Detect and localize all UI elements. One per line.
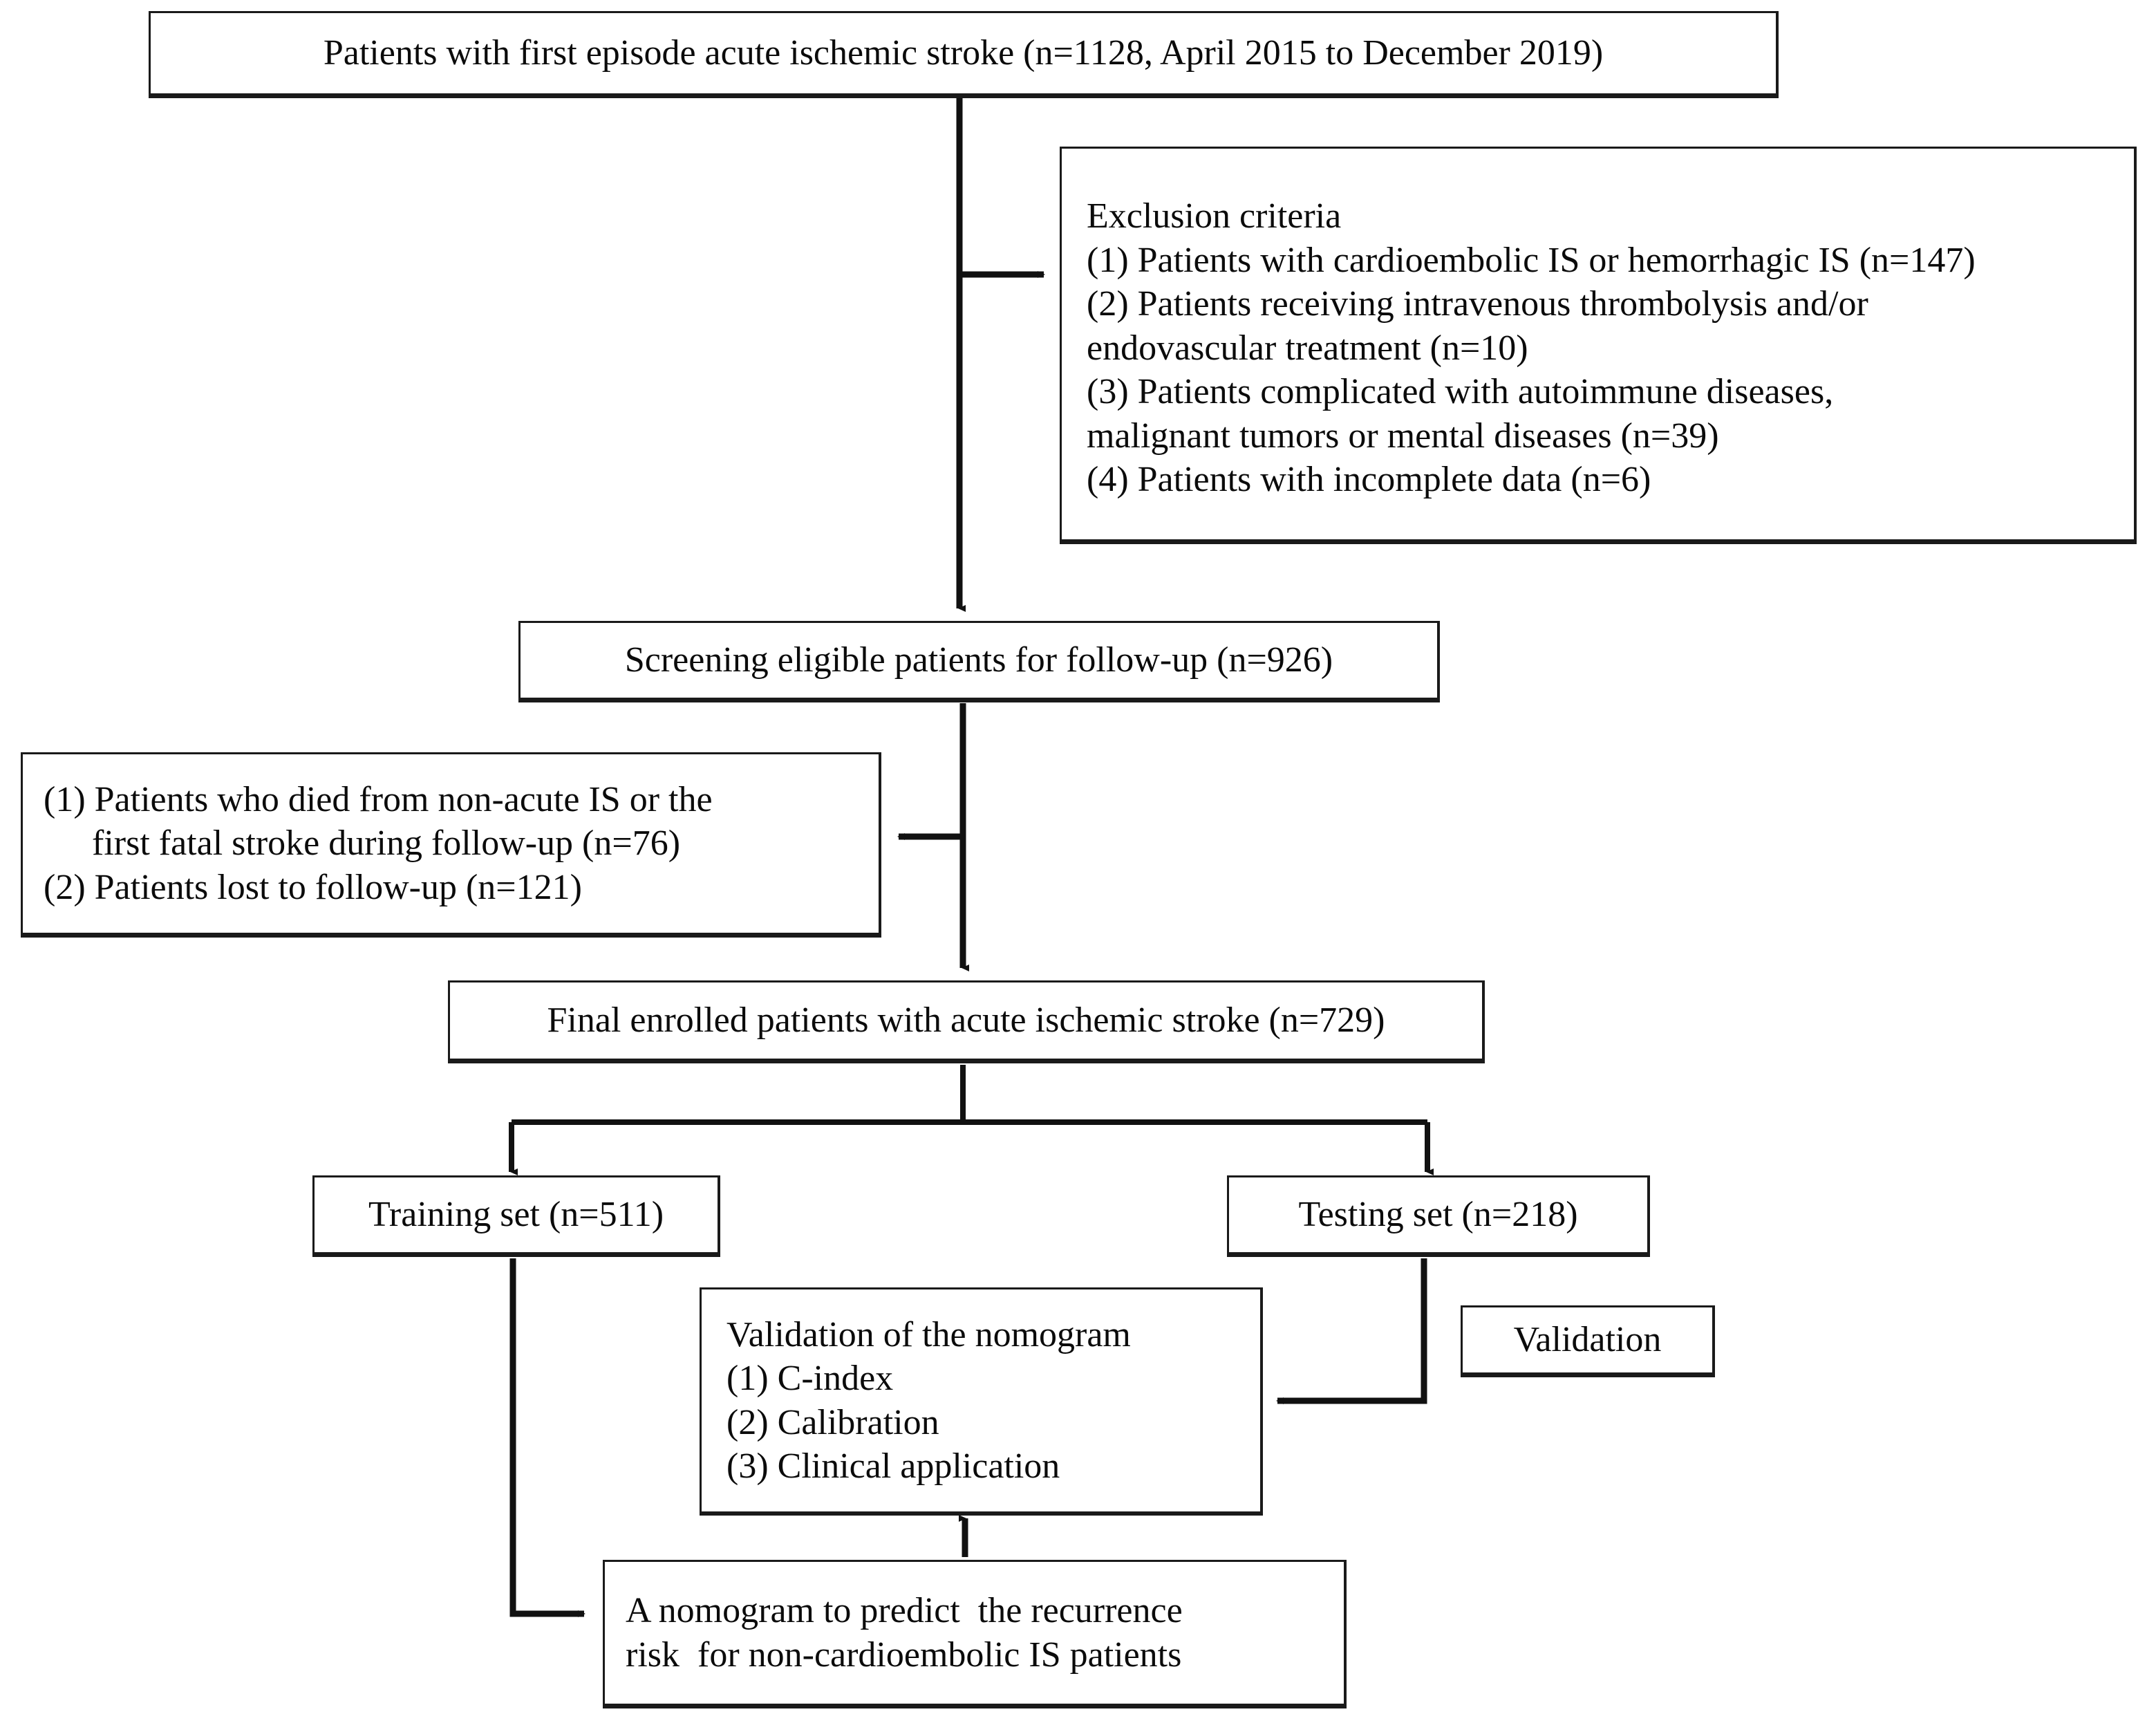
followup-losses-line-1-cont: first fatal stroke during follow-up (n=7…: [92, 823, 681, 864]
edge-final-to-sets: [509, 1065, 1434, 1175]
exclusion-line-3: (3) Patients complicated with autoimmune…: [1087, 372, 1834, 412]
testing-set-label: Testing set (n=218): [1298, 1194, 1578, 1234]
final-enrolled-line-1: Final enrolled patients with acute ische…: [547, 1000, 1385, 1040]
node-exclusion-criteria: Exclusion criteria (1) Patients with car…: [1060, 147, 2137, 544]
edge-training-to-nomogram: [509, 1258, 585, 1617]
edge-testing-to-validation: [1276, 1258, 1427, 1404]
exclusion-line-3-cont: malignant tumors or mental diseases (n=3…: [1087, 416, 1719, 456]
nomogram-output-line-1: A nomogram to predict the recurrence: [626, 1591, 1183, 1631]
training-set-label: Training set (n=511): [368, 1194, 664, 1234]
node-final-enrolled: Final enrolled patients with acute ische…: [448, 980, 1485, 1063]
exclusion-line-2-cont: endovascular treatment (n=10): [1087, 328, 1528, 368]
validation-block-item-1: (1) C-index: [727, 1359, 894, 1399]
validation-label-text: Validation: [1513, 1319, 1662, 1359]
exclusion-line-1: (1) Patients with cardioembolic IS or he…: [1087, 240, 1976, 280]
screening-line-1: Screening eligible patients for follow-u…: [624, 640, 1333, 680]
node-validation-label: Validation: [1461, 1305, 1715, 1377]
followup-losses-line-2: (2) Patients lost to follow-up (n=121): [44, 867, 582, 907]
node-nomogram-output: A nomogram to predict the recurrence ris…: [603, 1560, 1347, 1708]
validation-block-item-3: (3) Clinical application: [727, 1446, 1060, 1486]
validation-block-heading: Validation of the nomogram: [727, 1314, 1131, 1354]
node-screening-eligible: Screening eligible patients for follow-u…: [518, 621, 1440, 702]
node-testing-set: Testing set (n=218): [1227, 1175, 1650, 1257]
validation-block-item-2: (2) Calibration: [727, 1402, 939, 1442]
node-followup-losses: (1) Patients who died from non-acute IS …: [21, 752, 881, 938]
nomogram-output-line-2: risk for non-cardioembolic IS patients: [626, 1634, 1182, 1675]
followup-losses-line-1: (1) Patients who died from non-acute IS …: [44, 779, 713, 819]
node-training-set: Training set (n=511): [312, 1175, 720, 1257]
source-population-line-1: Patients with first episode acute ischem…: [323, 32, 1604, 73]
node-validation-block: Validation of the nomogram (1) C-index (…: [700, 1287, 1263, 1516]
exclusion-line-heading: Exclusion criteria: [1087, 196, 1342, 236]
exclusion-line-2: (2) Patients receiving intravenous throm…: [1087, 284, 1868, 324]
exclusion-line-4: (4) Patients with incomplete data (n=6): [1087, 460, 1651, 500]
node-source-population: Patients with first episode acute ischem…: [149, 11, 1779, 98]
